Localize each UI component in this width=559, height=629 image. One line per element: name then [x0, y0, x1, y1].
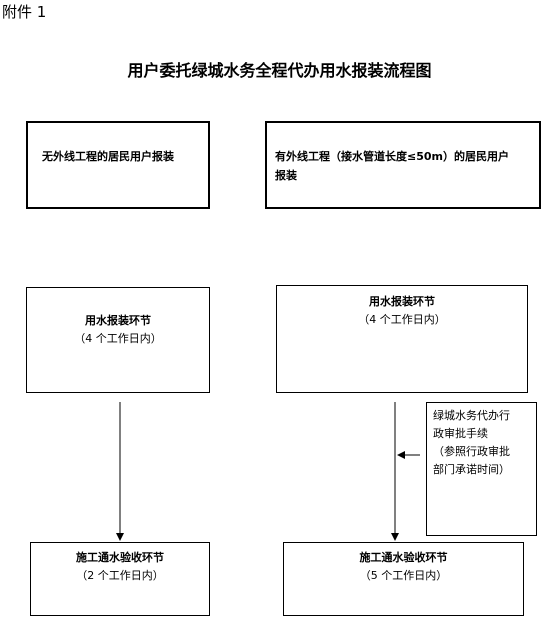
approval-note-line1: 绿城水务代办行: [433, 409, 510, 422]
approval-note-box: 绿城水务代办行 政审批手续 （参照行政审批 部门承诺时间）: [426, 402, 537, 536]
left-step2-time: （2 个工作日内）: [76, 569, 164, 582]
attachment-label: 附件 1: [2, 3, 47, 21]
right-step1-time: （4 个工作日内）: [358, 313, 446, 326]
right-step2-time: （5 个工作日内）: [359, 569, 448, 582]
right-step2-title: 施工通水验收环节: [359, 551, 448, 564]
left-category-label: 无外线工程的居民用户报装: [42, 150, 174, 163]
left-step1-box: 用水报装环节 （4 个工作日内）: [26, 287, 210, 393]
right-category-label-line1: 有外线工程（接水管道长度≤50m）的居民用户: [275, 150, 509, 163]
left-category-box: 无外线工程的居民用户报装: [26, 121, 210, 209]
left-step1-title: 用水报装环节: [85, 314, 151, 327]
right-category-label-line2: 报装: [275, 169, 297, 182]
left-step2-title: 施工通水验收环节: [76, 551, 164, 564]
approval-note-line4: 部门承诺时间）: [433, 463, 510, 476]
right-step1-box: 用水报装环节 （4 个工作日内）: [276, 285, 528, 393]
left-step1-time: （4 个工作日内）: [74, 332, 162, 345]
right-step2-box: 施工通水验收环节 （5 个工作日内）: [283, 542, 524, 616]
page-title: 用户委托绿城水务全程代办用水报装流程图: [127, 61, 432, 80]
approval-note-line3: （参照行政审批: [433, 445, 510, 458]
left-step2-box: 施工通水验收环节 （2 个工作日内）: [30, 542, 210, 616]
right-category-box: 有外线工程（接水管道长度≤50m）的居民用户 报装: [265, 121, 541, 209]
approval-note-line2: 政审批手续: [433, 427, 488, 440]
right-step1-title: 用水报装环节: [369, 295, 435, 308]
